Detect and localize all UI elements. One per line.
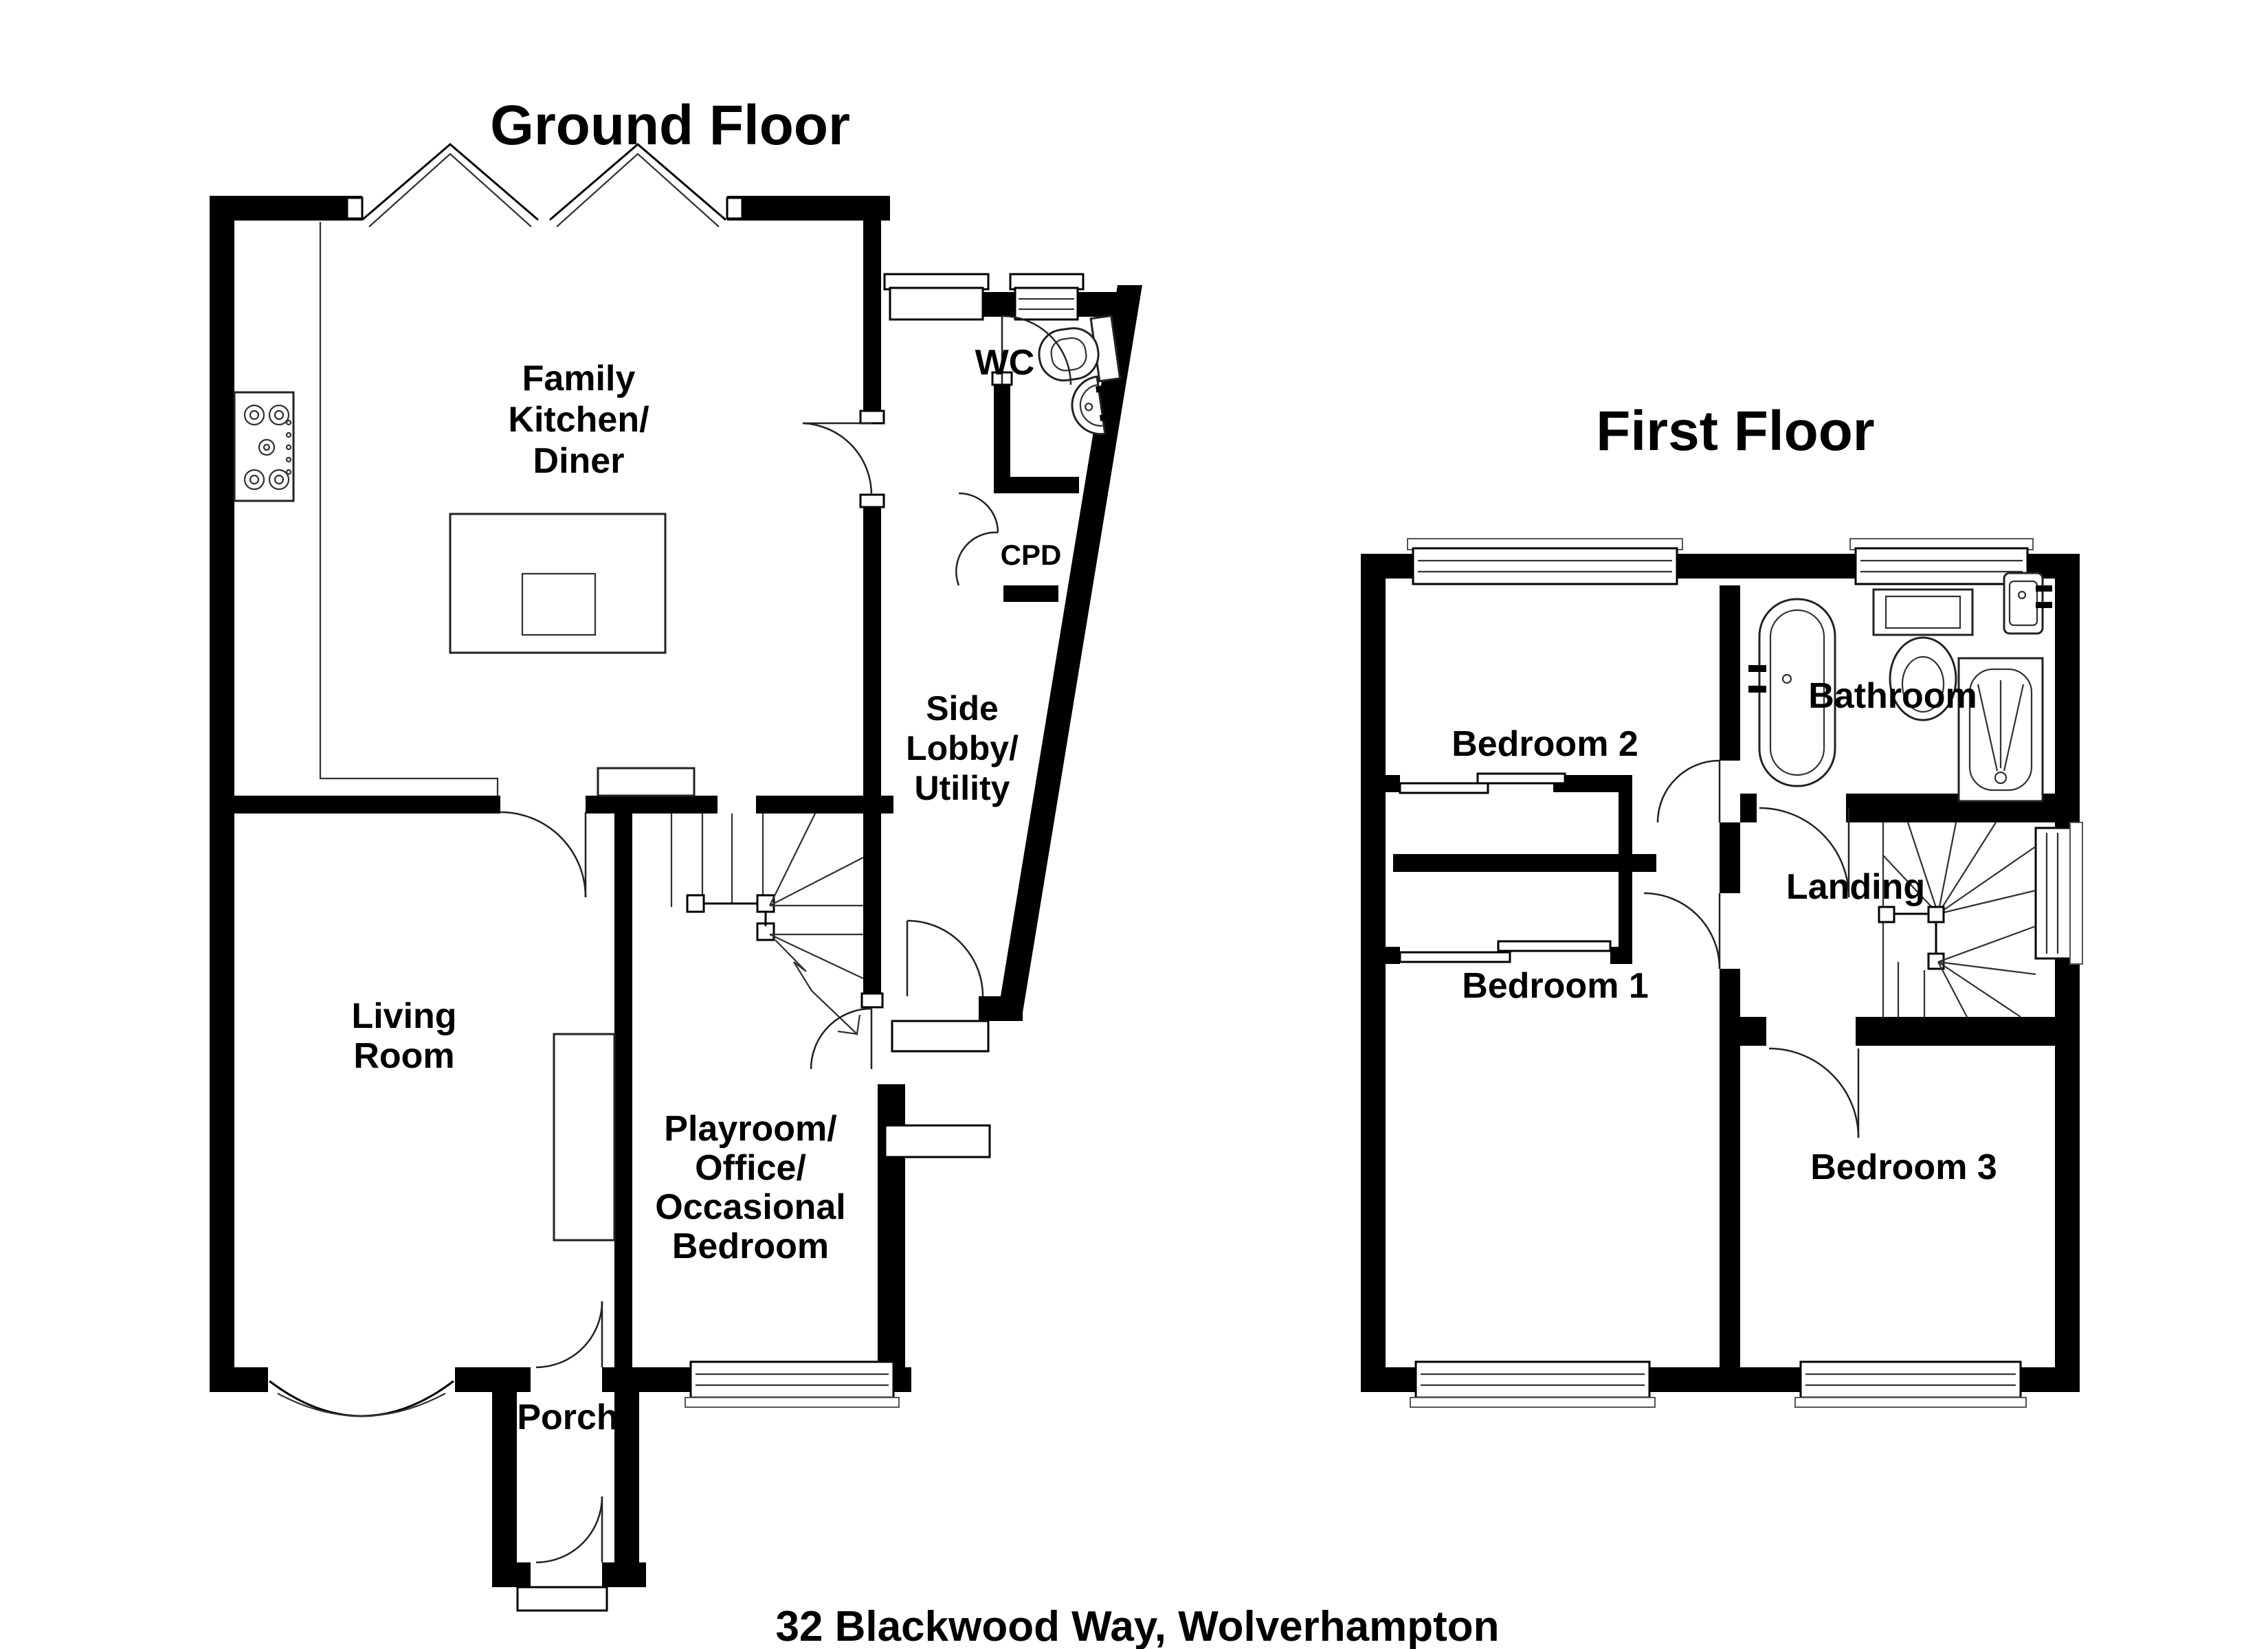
kitchen-lobby-door (802, 422, 873, 495)
address-caption: 32 Blackwood Way, Wolverhampton (775, 1603, 1499, 1649)
toilet-icon (1872, 588, 1974, 721)
bathroom-label: Bathroom (1808, 676, 1977, 716)
step-icon (516, 1020, 991, 1612)
sliding-wardrobe-doors-icon (1399, 772, 1612, 963)
wc-label: WC (975, 343, 1035, 383)
toilet-icon (1038, 314, 1122, 383)
ground-floor-doors (500, 315, 1072, 1564)
ground-floor-title: Ground Floor (490, 94, 850, 157)
wc-door (1001, 315, 1072, 385)
wc-window-plain (883, 273, 990, 321)
landing-label: Landing (1786, 867, 1925, 907)
side-lobby-label: Lobby/ (906, 729, 1019, 767)
side-lobby-label: Side (926, 689, 999, 728)
bedroom3-window (1794, 1360, 2027, 1408)
landing-window (2034, 822, 2083, 965)
first-floor-windows (1407, 538, 2083, 1408)
living-room-door (500, 811, 587, 898)
bay-window-icon (269, 1380, 454, 1417)
kitchen-sideboard (597, 767, 696, 797)
hob-icon (233, 391, 295, 502)
cupboard-bifold-doors-icon (955, 492, 999, 586)
first-floor-title: First Floor (1596, 400, 1874, 462)
living-room-label: Living (351, 996, 456, 1036)
cpd-label: CPD (1001, 539, 1062, 571)
bedroom3-door (1768, 1047, 1860, 1138)
bedroom1-label: Bedroom 1 (1462, 966, 1649, 1006)
playroom-label: Occasional (655, 1187, 845, 1227)
bedroom2-label: Bedroom 2 (1452, 724, 1638, 764)
living-room-label: Room (353, 1036, 454, 1076)
bath-icon (1748, 598, 1836, 787)
wc-window-glazed (1009, 273, 1085, 321)
shower-icon (1957, 657, 2044, 803)
basin-icon (1071, 375, 1118, 436)
kitchen-label: Family (522, 359, 636, 399)
side-lobby-label: Utility (915, 769, 1010, 807)
lobby-rear-door (906, 919, 984, 997)
kitchen-island (449, 513, 667, 654)
basin-icon (2003, 572, 2052, 635)
front-door (535, 1301, 603, 1369)
bedroom2-window (1407, 538, 1683, 585)
first-floor-plan: First Floor (1361, 400, 2083, 1408)
first-floor-doors (1643, 759, 1860, 1138)
stairs-icon (1878, 822, 2036, 1018)
bedroom3-label: Bedroom 3 (1810, 1147, 1997, 1187)
porch-label: Porch (517, 1398, 618, 1437)
ground-floor-walls (210, 194, 1142, 1587)
playroom-label: Playroom/ (664, 1109, 836, 1149)
ground-floor-windows (269, 143, 1085, 1417)
stairs-up-icon (670, 813, 864, 1036)
bathroom-door (1759, 807, 1850, 898)
kitchen-label: Diner (533, 441, 625, 481)
bifold-door-chevrons-icon (362, 143, 726, 227)
hall-lobby-door (810, 1007, 873, 1070)
living-room-unit (553, 1033, 616, 1242)
ground-floor-plan: Ground Floor (210, 94, 1142, 1612)
bathroom-window (1849, 538, 2034, 585)
porch-outer-door (535, 1496, 603, 1564)
playroom-label: Office/ (695, 1148, 806, 1188)
playroom-window (685, 1360, 900, 1408)
kitchen-label: Kitchen/ (508, 400, 649, 440)
playroom-label: Bedroom (672, 1226, 829, 1266)
kitchen-counter (319, 222, 499, 796)
bedroom2-door (1656, 759, 1721, 823)
bedroom1-window (1410, 1360, 1656, 1408)
bedroom1-door (1643, 892, 1721, 969)
